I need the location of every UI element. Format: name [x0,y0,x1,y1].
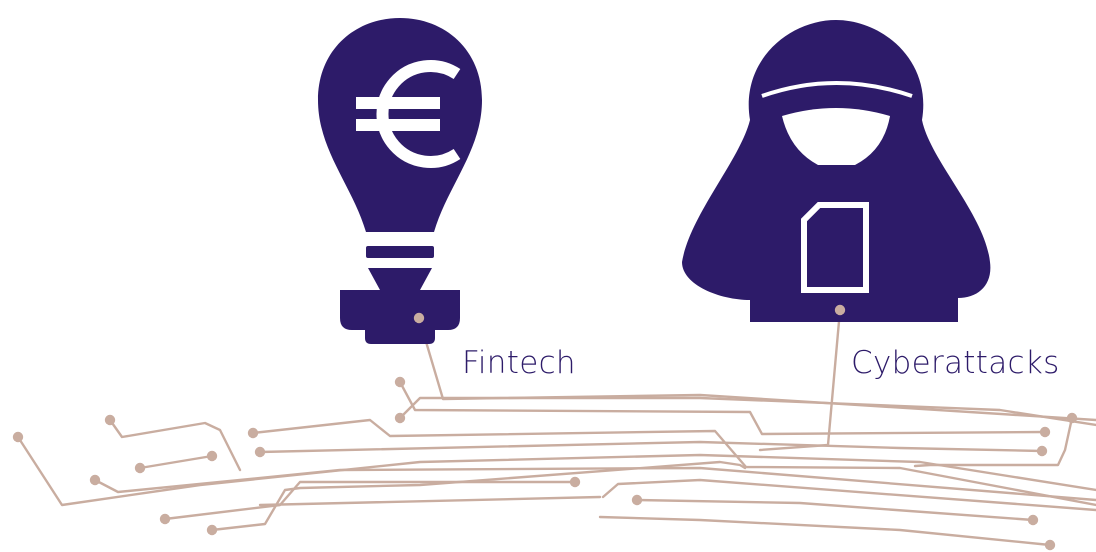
hooded-hacker-icon [682,20,991,322]
circuit-node [394,376,406,388]
circuit-node [104,414,116,426]
fintech-connector-dot [413,312,425,324]
circuit-node [1027,514,1039,526]
circuit-node [159,513,171,525]
hood-brim [761,81,913,98]
euro-lightbulb-icon [318,18,482,344]
circuit-trace [251,418,1096,507]
circuit-node [134,462,146,474]
cyber-connector-dot [834,304,846,316]
circuit-nodes [12,376,1078,551]
circuit-trace [758,308,842,452]
cyberattacks-label: Cyberattacks [851,345,1060,381]
circuit-node [206,524,218,536]
circuit-trace [258,495,602,507]
circuit-node [1044,539,1056,551]
fintech-label: Fintech [462,345,576,381]
circuit-trace [417,316,1096,422]
circuit-node [89,474,101,486]
circuit-node [254,446,266,458]
circuit-trace [108,418,242,472]
circuit-node [1066,412,1078,424]
document-icon [801,202,869,293]
circuit-trace [913,416,1074,468]
circuit-trace [598,515,1052,547]
circuit-lines [16,308,1096,547]
euro-sign-icon [356,60,461,168]
hacker-silhouette [682,20,991,322]
hacker-face [782,108,890,165]
bulb-collar [366,246,434,258]
circuit-trace [398,380,1047,436]
circuit-trace [210,460,747,532]
circuit-node [569,476,581,488]
circuit-node [631,494,643,506]
circuit-node [1039,426,1051,438]
circuit-trace [258,440,1044,454]
circuit-node [12,431,24,443]
circuit-node [206,450,218,462]
circuit-node [1036,445,1048,457]
circuit-trace [601,478,1096,512]
circuit-trace [163,480,577,521]
circuit-trace [635,498,1035,522]
circuit-node [247,427,259,439]
circuit-trace [138,454,214,470]
circuit-trace [93,466,1096,502]
circuit-trace [16,435,1096,507]
bulb-base [340,268,460,344]
circuit-node [394,412,406,424]
